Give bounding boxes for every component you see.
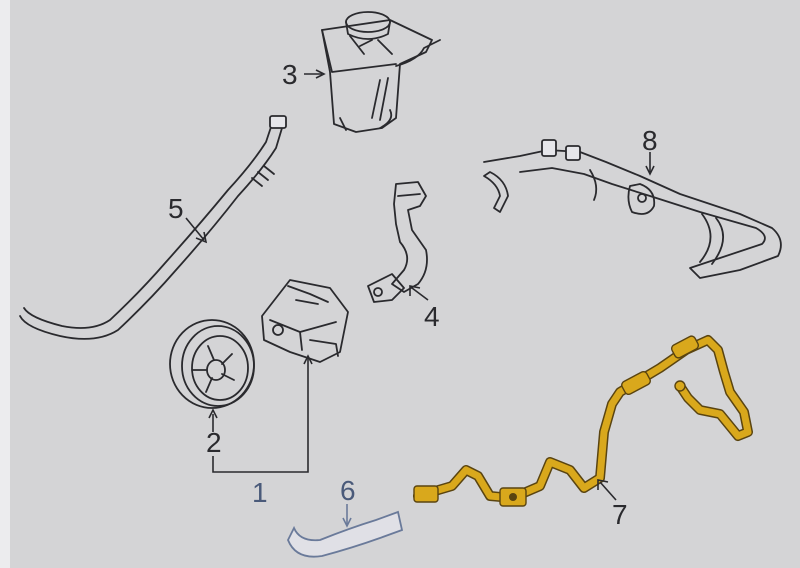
callout-6: 6 [340, 475, 356, 506]
return-hose-part[interactable] [19, 115, 287, 340]
suction-fitting-part[interactable] [367, 181, 428, 303]
pulley-part[interactable] [169, 319, 255, 409]
callout-3: 3 [282, 59, 298, 90]
leader-6-arrow [342, 517, 352, 528]
leader-7-arrow [597, 479, 609, 490]
pressure-hose-part[interactable] [483, 139, 782, 279]
pressure-line-7-part[interactable] [413, 335, 753, 507]
leader-8-arrow [645, 165, 655, 176]
bracket-1 [212, 358, 309, 473]
leader-3-arrow [315, 69, 326, 79]
callout-5: 5 [168, 193, 184, 224]
callout-2: 2 [206, 427, 222, 458]
leader-2-arrow [208, 408, 218, 419]
leader-4-arrow [409, 285, 421, 296]
leader-7 [599, 481, 617, 501]
callout-1: 1 [252, 477, 268, 508]
leader-5-arrow [195, 231, 208, 244]
hose-6-part[interactable] [287, 510, 404, 558]
leader-4 [411, 287, 429, 301]
callout-4: 4 [424, 301, 440, 332]
leader-5 [185, 217, 205, 241]
reservoir-part[interactable] [321, 11, 441, 133]
pump-part[interactable] [261, 279, 349, 363]
bracket-1-arrow [303, 354, 313, 365]
left-border [0, 0, 10, 568]
callout-8: 8 [642, 125, 658, 156]
callout-7: 7 [612, 499, 628, 530]
